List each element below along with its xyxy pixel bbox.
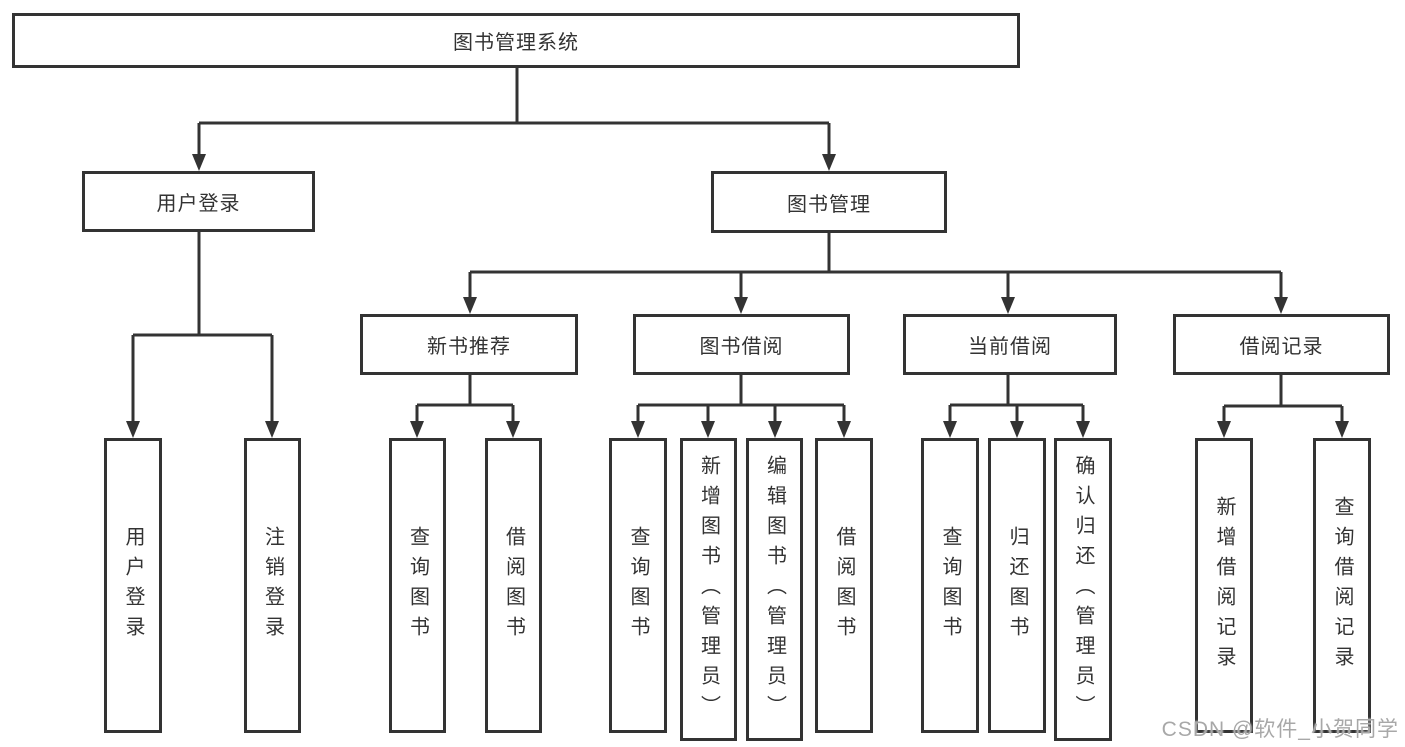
node-label: 借阅图书 [502, 525, 525, 646]
leaf-bb-edit-books-admin: 编辑图书（管理员） [746, 438, 803, 741]
node-label: 当前借阅 [968, 336, 1052, 358]
node-label: 新增图书（管理员） [697, 454, 720, 725]
leaf-nbr-query-books: 查询图书 [389, 438, 446, 733]
node-label: 图书管理 [787, 193, 871, 216]
leaf-cb-query-books: 查询图书 [921, 438, 979, 733]
node-borrowing-records: 借阅记录 [1173, 314, 1390, 375]
node-user-login: 用户登录 [82, 171, 315, 232]
leaf-cb-return-books: 归还图书 [988, 438, 1046, 733]
node-label: 注销登录 [261, 525, 284, 646]
csdn-watermark: CSDN @软件_小贺同学 [1161, 718, 1399, 741]
node-label: 新书推荐 [427, 336, 511, 358]
leaf-nbr-borrow-books: 借阅图书 [485, 438, 542, 733]
leaf-logout-login: 注销登录 [244, 438, 301, 733]
leaf-bb-borrow-books: 借阅图书 [815, 438, 873, 733]
leaf-bb-add-books-admin: 新增图书（管理员） [680, 438, 737, 741]
node-book-management: 图书管理 [711, 171, 947, 233]
leaf-br-query-record: 查询借阅记录 [1313, 438, 1371, 733]
node-label: 查询图书 [627, 525, 649, 646]
node-label: 查询借阅记录 [1331, 495, 1353, 676]
node-label: 图书管理系统 [453, 32, 579, 54]
node-label: 确认归还（管理员） [1072, 454, 1094, 725]
node-label: 查询图书 [406, 525, 429, 646]
node-label: 编辑图书（管理员） [763, 454, 786, 725]
leaf-cb-confirm-return-admin: 确认归还（管理员） [1054, 438, 1112, 741]
node-label: 借阅图书 [833, 525, 855, 646]
node-label: 新增借阅记录 [1213, 495, 1235, 676]
leaf-user-login: 用户登录 [104, 438, 162, 733]
node-label: 查询图书 [939, 525, 961, 646]
node-label: 用户登录 [122, 525, 144, 646]
node-new-book-recommend: 新书推荐 [360, 314, 578, 375]
node-label: 借阅记录 [1239, 336, 1324, 358]
node-label: 归还图书 [1006, 525, 1028, 646]
leaf-bb-query-books: 查询图书 [609, 438, 667, 733]
leaf-br-add-record: 新增借阅记录 [1195, 438, 1253, 733]
node-label: 图书借阅 [699, 336, 784, 358]
node-current-borrowing: 当前借阅 [903, 314, 1117, 375]
node-label: 用户登录 [156, 193, 241, 215]
node-book-borrowing: 图书借阅 [633, 314, 850, 375]
node-library-management-system: 图书管理系统 [12, 13, 1020, 68]
